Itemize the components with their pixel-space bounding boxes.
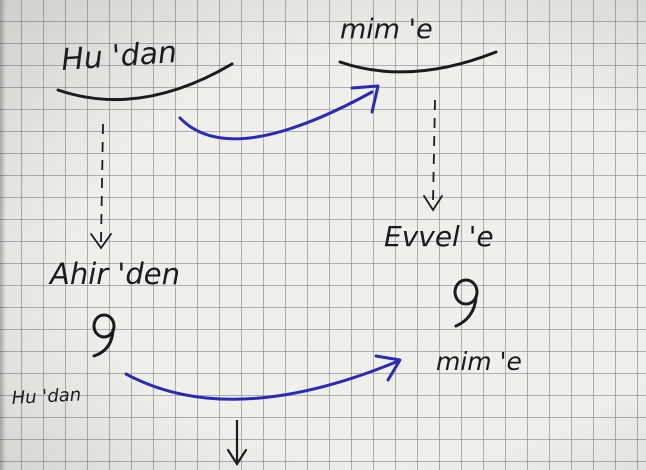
term-mim-e-bottom: mim 'e <box>436 347 522 376</box>
blue-arrowhead-top <box>350 84 380 114</box>
term-hu-dan-bottom: Hu 'dan <box>11 384 81 409</box>
blue-arrow-top <box>178 90 374 141</box>
underline-arc-top-left <box>56 62 234 102</box>
ligature-symbol-left <box>92 313 116 358</box>
blue-arrow-bottom <box>124 360 398 401</box>
down-arrowhead-bottom <box>226 448 248 467</box>
term-ahir-den: Ahir 'den <box>48 257 180 291</box>
ligature-symbol-right <box>453 278 479 328</box>
paper-edge-shadow <box>0 0 6 470</box>
term-hu-dan-top: Hu 'dan <box>60 35 178 78</box>
dashed-arrowhead-left <box>90 233 112 250</box>
term-mim-e-top: mim 'e <box>340 14 433 45</box>
dashed-arrowhead-right <box>423 195 443 212</box>
underline-arc-top-right <box>338 50 498 74</box>
dashed-arrow-right <box>432 99 436 203</box>
dashed-arrow-left <box>100 123 104 243</box>
term-evvel-e: Evvel 'e <box>384 220 494 253</box>
blue-arrowhead-bottom <box>374 354 402 382</box>
